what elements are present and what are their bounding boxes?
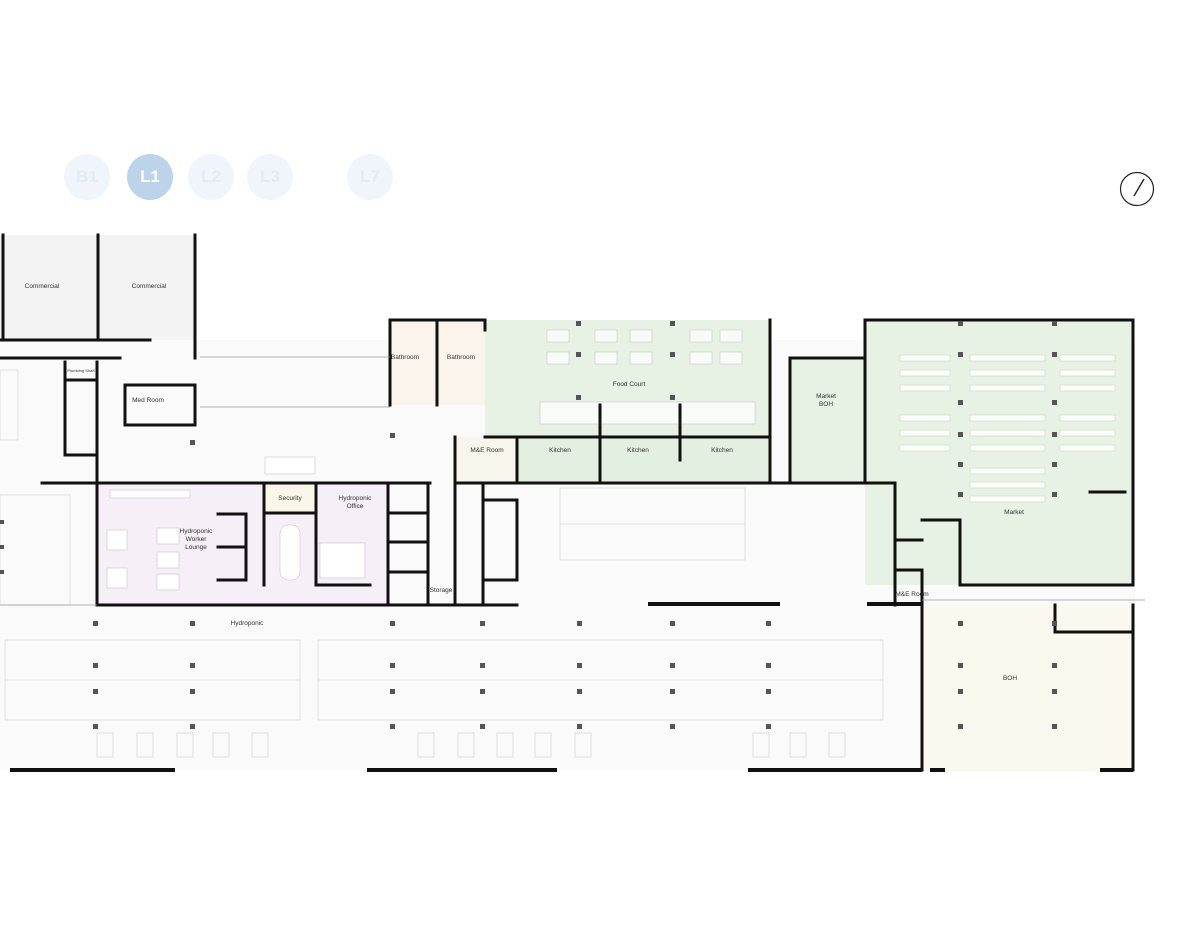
level-button-b1[interactable]: B1 bbox=[64, 154, 110, 200]
heavy-walls bbox=[10, 602, 1133, 772]
me-room-zone bbox=[455, 437, 517, 482]
level-button-l3[interactable]: L3 bbox=[247, 154, 293, 200]
room-label-med-room: Med Room bbox=[132, 397, 164, 404]
room-label-bathroom-1: Bathroom bbox=[391, 354, 419, 361]
structural-columns bbox=[0, 321, 1057, 729]
room-label-food-court: Food Court bbox=[613, 381, 646, 388]
room-label-hydro-lounge-2: Worker bbox=[186, 536, 208, 543]
level-button-l2[interactable]: L2 bbox=[188, 154, 234, 200]
room-label-storage: Storage bbox=[430, 587, 453, 594]
walls bbox=[0, 233, 1135, 772]
zone-fills bbox=[0, 235, 1135, 771]
north-arrow-icon bbox=[1119, 171, 1155, 207]
level-button-l1[interactable]: L1 bbox=[127, 154, 173, 200]
room-label-hydro-office-1: Hydroponic bbox=[339, 495, 373, 502]
room-label-market-boh-1: Market bbox=[816, 393, 836, 400]
room-label-market: Market bbox=[1004, 509, 1024, 516]
room-labels: Commercial Commercial Plumbing Shaft Med… bbox=[25, 283, 1024, 682]
room-label-me-room-1: M&E Room bbox=[470, 447, 503, 454]
room-label-me-room-2: M&E Room bbox=[895, 591, 928, 598]
room-label-security: Security bbox=[278, 495, 302, 502]
room-label-kitchen-2: Kitchen bbox=[627, 447, 649, 454]
thin-lines bbox=[0, 356, 1145, 606]
boh-zone bbox=[922, 605, 1134, 771]
work-tables bbox=[96, 732, 846, 758]
market-boh-zone bbox=[790, 358, 865, 483]
kitchen-zone bbox=[517, 437, 770, 482]
room-label-commercial-2: Commercial bbox=[132, 283, 167, 290]
room-label-hydro-lounge-1: Hydroponic bbox=[180, 528, 214, 535]
food-court-tables bbox=[539, 329, 756, 425]
room-label-hydro-lounge-3: Lounge bbox=[185, 544, 207, 551]
room-label-bathroom-2: Bathroom bbox=[447, 354, 475, 361]
room-label-commercial-1: Commercial bbox=[25, 283, 60, 290]
lounge-furniture bbox=[106, 456, 366, 591]
level-button-l7[interactable]: L7 bbox=[347, 154, 393, 200]
room-label-hydro-office-2: Office bbox=[347, 503, 364, 510]
room-label-market-boh-2: BOH bbox=[819, 401, 833, 408]
room-label-kitchen-1: Kitchen bbox=[549, 447, 571, 454]
room-label-plumbing: Plumbing Shaft bbox=[67, 368, 95, 373]
room-label-hydroponic: Hydroponic bbox=[231, 620, 265, 627]
room-label-kitchen-3: Kitchen bbox=[711, 447, 733, 454]
market-shelves bbox=[899, 354, 1116, 503]
room-label-boh: BOH bbox=[1003, 675, 1017, 682]
security-zone bbox=[264, 483, 316, 513]
